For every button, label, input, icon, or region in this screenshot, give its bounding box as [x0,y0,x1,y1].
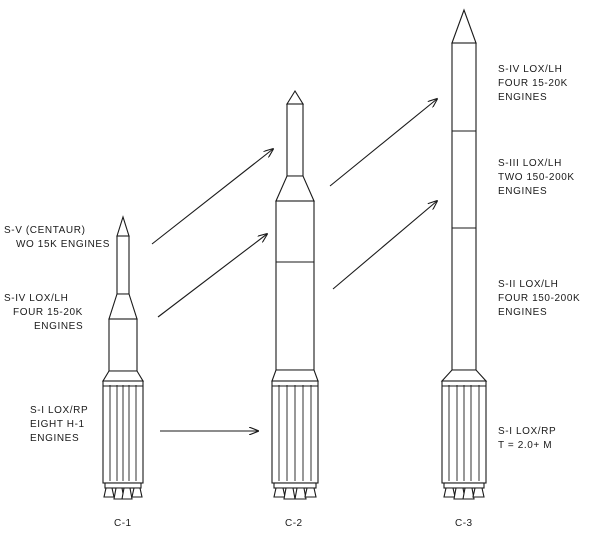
c2-engines [273,487,317,500]
left-label-s4: S-IV LOX/LH FOUR 15-20K ENGINES [4,293,83,332]
c3-thrust-structure [443,482,485,489]
rocket-c3 [440,8,488,500]
left-label-s4-line1: S-IV LOX/LH [4,293,68,304]
c1-engines [103,487,143,500]
rocket-name-c1: C-1 [114,518,132,529]
left-label-s1-line2: EIGHT H-1 [30,419,85,430]
rocket-name-c2: C-2 [285,518,303,529]
c2-nose-cone [286,89,304,105]
c2-thrust-structure [273,482,317,489]
arrow-c2-s4-to-c3-s4 [329,99,437,187]
left-label-s4-line3: ENGINES [34,321,83,332]
right-label-s3: S-III LOX/LH TWO 150-200K ENGINES [498,158,575,197]
c1-s1-tanks [103,385,143,481]
c3-s1-tanks [442,385,486,481]
c1-s4-interstage [108,293,138,320]
rocket-c2 [271,89,319,500]
c1-s5-stage [116,235,130,295]
rocket-c1 [102,215,144,500]
c2-s4-stage [286,103,304,177]
c3-engines [443,487,485,500]
right-label-s4-line1: S-IV LOX/LH [498,64,562,75]
left-label-s5: S-V (CENTAUR) WO 15K ENGINES [4,225,110,250]
right-label-s2-line2: FOUR 150-200K [498,293,580,304]
right-label-s2-line3: ENGINES [498,307,547,318]
left-label-s5-line2: WO 15K ENGINES [16,239,110,250]
c2-interstage [275,175,315,202]
right-label-s2-line1: S-II LOX/LH [498,279,559,290]
right-label-s4-line3: ENGINES [498,92,547,103]
c1-s1-collar [102,370,144,382]
left-label-s1-line1: S-I LOX/RP [30,405,88,416]
right-label-s1: S-I LOX/RP T = 2.0+ M [498,426,556,451]
right-label-s4: S-IV LOX/LH FOUR 15-20K ENGINES [498,64,568,103]
right-label-s3-line2: TWO 150-200K [498,172,575,183]
right-label-s1-line2: T = 2.0+ M [498,440,552,451]
right-label-s1-line1: S-I LOX/RP [498,426,556,437]
c2-s1-collar [271,369,319,382]
c2-s2-stage [275,200,315,371]
c1-s4-stage [108,318,138,372]
left-label-s1-line3: ENGINES [30,433,79,444]
arrow-c2-s2-to-c3-s3 [332,201,437,290]
right-label-s3-line1: S-III LOX/LH [498,158,562,169]
right-label-s4-line2: FOUR 15-20K [498,78,568,89]
right-label-s2: S-II LOX/LH FOUR 150-200K ENGINES [498,279,580,318]
c1-nose-cone [116,215,130,237]
left-label-s4-line2: FOUR 15-20K [13,307,83,318]
arrow-c1-s4-to-c2-s2 [157,234,267,318]
c3-nose-cone [451,8,477,44]
left-label-s5-line1: S-V (CENTAUR) [4,225,86,236]
c3-s1-collar [440,369,488,382]
c2-s1-tanks [272,385,318,481]
arrow-c1-s5-to-c2-s4 [151,149,273,245]
rocket-name-c3: C-3 [455,518,473,529]
c1-thrust-structure [104,482,142,489]
right-label-s3-line3: ENGINES [498,186,547,197]
left-label-s1: S-I LOX/RP EIGHT H-1 ENGINES [30,405,88,444]
c3-upper-stages [451,42,477,371]
